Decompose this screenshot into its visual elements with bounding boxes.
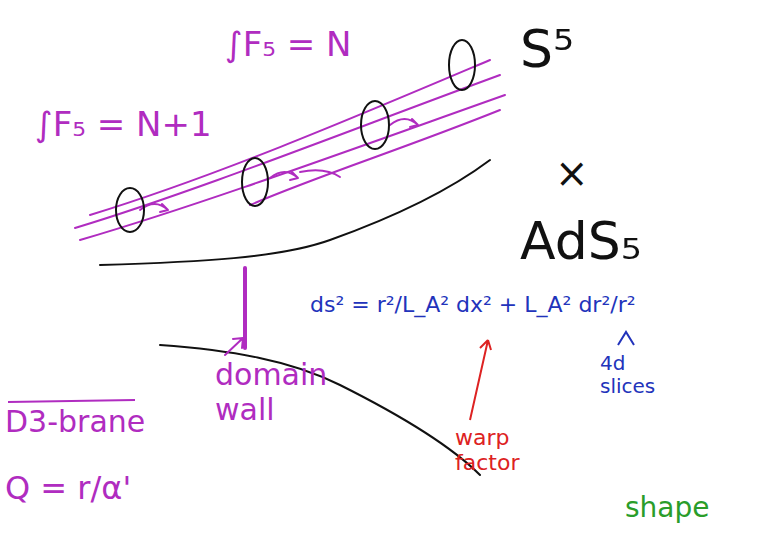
flux-label: ∫F₅ = N+1 xyxy=(35,105,212,144)
warp-arrow xyxy=(470,340,491,420)
fiber-circle xyxy=(361,101,389,149)
flux-arrow xyxy=(390,119,418,127)
annotation: warp factor xyxy=(455,425,545,476)
slice-arrow xyxy=(618,332,634,345)
upper-throat-curve xyxy=(100,160,490,265)
wall-label: domain wall xyxy=(215,358,340,427)
brane-label: D3-brane xyxy=(5,405,145,440)
metric-formula: ds² = r²/L_A² dx² + L_A² dr²/r² xyxy=(310,292,636,317)
charge-formula: Q = r/α' xyxy=(5,470,131,507)
pointer-arrow xyxy=(225,338,243,355)
flux-arrow xyxy=(300,170,340,177)
domain-wall-line xyxy=(243,268,247,348)
fiber-circle xyxy=(242,158,268,206)
space-label: S⁵ xyxy=(520,20,574,80)
note: shape xyxy=(625,492,710,524)
overline xyxy=(8,400,135,402)
space-label: AdS₅ xyxy=(520,212,642,272)
lower-throat-curve xyxy=(160,345,480,475)
flux-line xyxy=(250,110,500,205)
flux-line xyxy=(75,75,500,228)
flux-arrow xyxy=(270,172,298,180)
fiber-circle xyxy=(449,40,475,90)
fiber-circle xyxy=(116,188,144,232)
flux-label: ∫F₅ = N xyxy=(225,25,351,64)
product-sign: × xyxy=(555,150,589,196)
annotation: 4d slices xyxy=(600,352,670,398)
